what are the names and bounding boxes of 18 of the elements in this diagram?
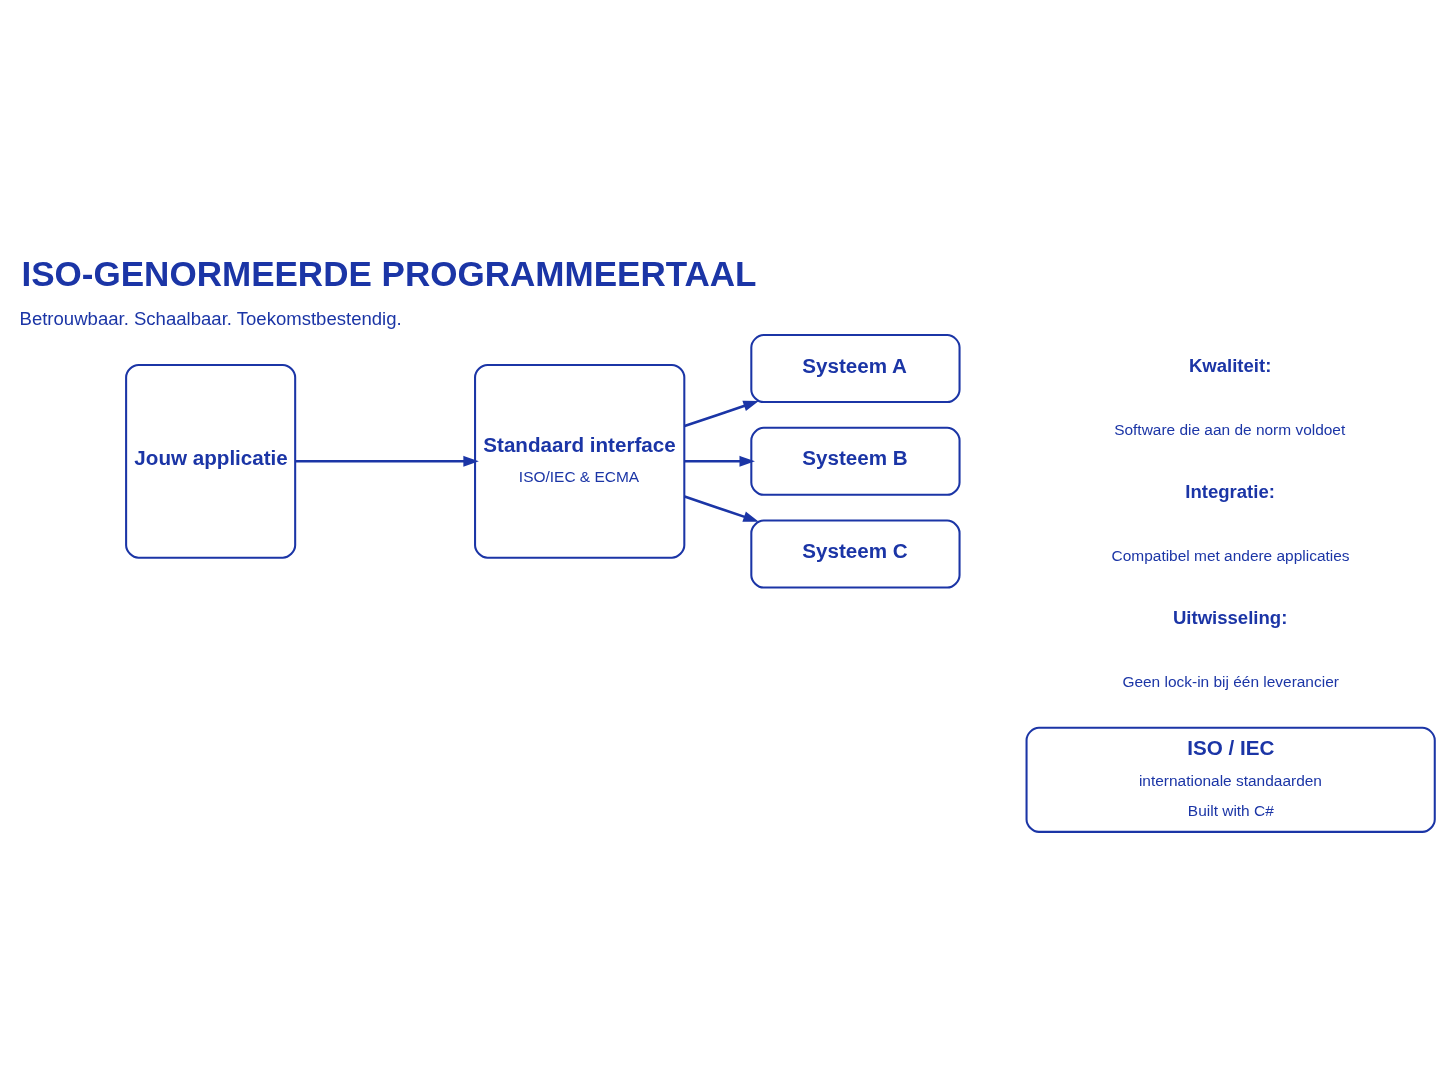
node-box: ISO / IEC internationale standaarden Built with C#	[1025, 726, 1436, 833]
label: Integratie:	[1185, 480, 1275, 502]
label: Betrouwbaar. Schaalbaar. Toekomstbestendig.	[19, 307, 402, 329]
arrow	[684, 400, 759, 427]
diagram-title: ISO-GENORMEERDE PROGRAMMEERTAAL	[21, 253, 757, 293]
node-box: Systeem C	[750, 519, 961, 589]
node-box: Jouw applicatie	[125, 363, 297, 559]
label: Kwaliteit:	[1188, 354, 1272, 376]
arrow	[684, 455, 755, 467]
label: Geen lock-in bij één leverancier	[1122, 672, 1339, 690]
node-box: Systeem A	[750, 333, 961, 403]
arrow	[684, 494, 759, 522]
label: Compatibel met andere applicaties	[1111, 546, 1350, 564]
node-box: Standaard interface ISO/IEC & ECMA	[474, 363, 686, 559]
label: Uitwisseling:	[1172, 606, 1288, 628]
node-box: Systeem B	[750, 426, 961, 496]
arrow	[295, 455, 479, 467]
label: Software die aan de norm voldoet	[1114, 420, 1346, 438]
